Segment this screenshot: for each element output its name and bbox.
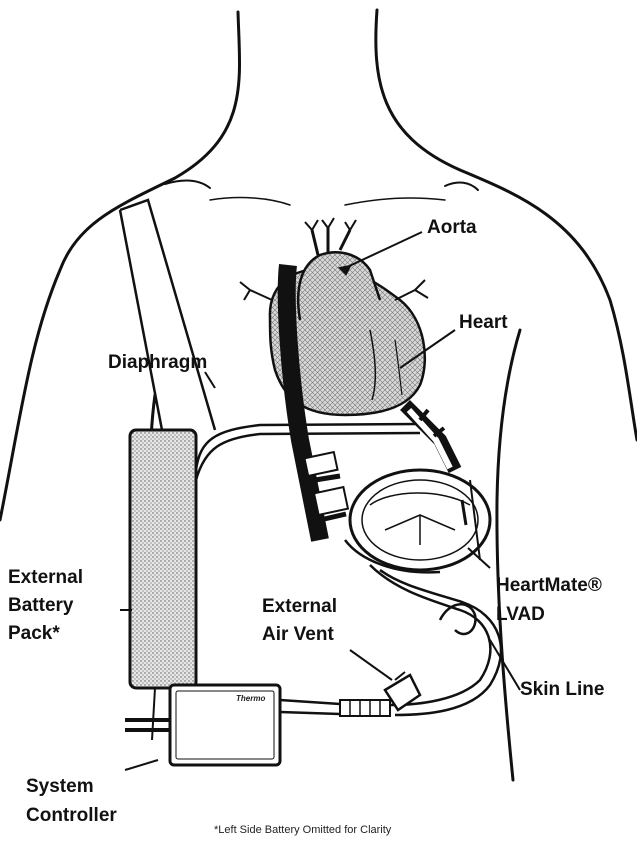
label-skin-line: Skin Line: [520, 679, 604, 701]
footnote: *Left Side Battery Omitted for Clarity: [214, 824, 391, 836]
lvad-pump: [345, 470, 490, 572]
shoulder-strap: [120, 200, 215, 430]
inflow-cannula: [405, 405, 455, 470]
label-controller-line1: System: [26, 776, 94, 798]
controller-logo: Thermo: [236, 694, 265, 703]
label-battery-line2: Battery: [8, 595, 73, 617]
label-battery-line1: External: [8, 567, 83, 589]
label-airvent-line1: External: [262, 596, 337, 618]
label-heart: Heart: [459, 312, 508, 334]
label-battery-line3: Pack*: [8, 623, 60, 645]
label-airvent-line2: Air Vent: [262, 624, 334, 646]
heart-illustration: [240, 218, 428, 415]
label-diaphragm: Diaphragm: [108, 352, 207, 374]
controller-cable: [280, 700, 340, 714]
label-controller-line2: Controller: [26, 805, 117, 827]
label-aorta: Aorta: [427, 217, 477, 239]
label-heartmate-line1: HeartMate®: [496, 575, 602, 597]
air-vent: [340, 672, 420, 716]
label-heartmate-line2: LVAD: [496, 604, 545, 626]
